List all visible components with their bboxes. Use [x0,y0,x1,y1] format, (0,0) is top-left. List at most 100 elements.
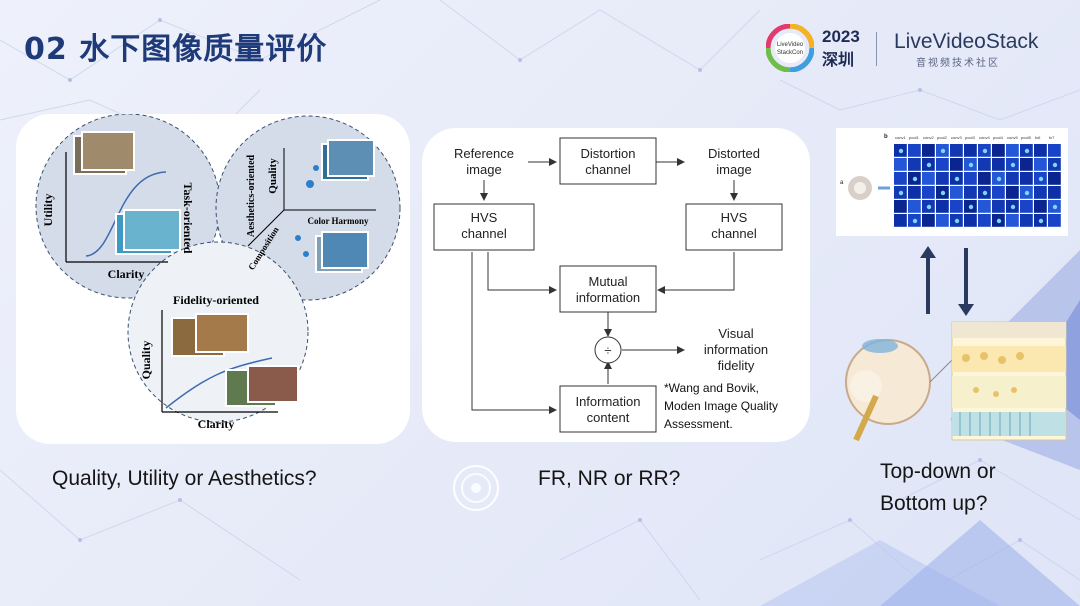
grid-col-label: conv2 [923,135,934,140]
grid-cell-activation [898,190,904,196]
grid-cell-activation [1052,204,1058,210]
hvs-channel-left-box [433,203,535,251]
grid-cell [1048,172,1061,185]
grid-cell [1034,186,1047,199]
eye-retina-illustration [845,321,1067,442]
distorted-label-1: Distorted [708,146,760,161]
grid-col-label: pool2 [937,135,948,140]
grid-cell [1034,158,1047,171]
grid-cell [1020,158,1033,171]
caption-fr-nr-rr: FR, NR or RR? [538,467,681,490]
grid-cell-activation [940,190,946,196]
vif-label-3: fidelity [718,358,755,373]
grid-cell-activation [954,218,960,224]
top-down-bottom-up-arrows [920,246,974,316]
grid-cell-activation [1010,204,1016,210]
information-content-box [559,385,657,433]
mutual-label-2: information [576,290,640,305]
grid-col-label: fc6 [1035,135,1041,140]
citation-line-3: Assessment. [664,417,733,431]
grid-cell [978,172,991,185]
grid-cell-activation [954,176,960,182]
grid-cell [1006,172,1019,185]
grid-cell-activation [940,148,946,154]
grid-cell [1006,186,1019,199]
reference-label-1: Reference [454,146,514,161]
grid-col-label: conv3 [951,135,962,140]
grid-cell [950,186,963,199]
grid-col-label: pool4 [993,135,1004,140]
brand-subtitle: 音视频技术社区 [916,58,1000,69]
grid-cell [1020,214,1033,227]
grid-cell [1020,200,1033,213]
clarity-label-bottom: Clarity [198,417,235,431]
info-content-label-2: content [587,410,630,425]
citation-line-1: *Wang and Bovik, [664,381,759,395]
caption-top-down-line-1: Top-down or [880,460,996,483]
grid-cell [908,158,921,171]
grid-cell [950,144,963,157]
divide-node [594,336,622,364]
conference-city: 深圳 [822,52,855,69]
grid-cell-activation [926,204,932,210]
task-image-4 [123,209,181,251]
caption-top-down: Top-down or Bottom up? [880,456,996,520]
grid-cell-activation [982,190,988,196]
grid-cell [936,172,949,185]
grid-col-label: conv4 [979,135,990,140]
hvs-channel-right-box [685,203,783,251]
grid-cell-activation [968,204,974,210]
grid-col-label: fc7 [1049,135,1055,140]
info-content-label-1: Information [575,394,640,409]
grid-cell [1006,214,1019,227]
grid-cell-activation [1038,218,1044,224]
task-image-2 [81,131,135,171]
grid-cell [894,158,907,171]
caption-top-down-line-2: Bottom up? [880,492,988,515]
grid-cell [978,200,991,213]
quality-label-bottom: Quality [139,341,153,380]
brand-logo-area: LiveVideo StackCon 2023 深圳 LiveVideoStac… [766,22,1056,74]
grid-col-label: conv1 [895,135,906,140]
distortion-label-1: Distortion [581,146,636,161]
grid-cell [1020,172,1033,185]
svg-text:StackCon: StackCon [777,50,803,56]
grid-cell [978,214,991,227]
logo-divider [876,32,877,66]
fidelity-oriented-label: Fidelity-oriented [173,293,259,307]
grid-cell [1034,200,1047,213]
fidelity-image-4 [247,365,299,403]
grid-cell-activation [926,162,932,168]
grid-cell [992,186,1005,199]
grid-cell [964,186,977,199]
mutual-information-box [559,265,657,313]
down-arrow-icon [958,304,974,316]
grid-cell-activation [996,176,1002,182]
fidelity-image-2 [195,313,249,353]
distortion-label-2: channel [585,162,631,177]
mutual-label-1: Mutual [588,274,627,289]
grid-cell [950,158,963,171]
aesthetics-oriented-label: Aesthetics-oriented [246,154,257,237]
grid-cell [992,144,1005,157]
optic-nerve [853,394,879,442]
clarity-label-top: Clarity [108,267,145,281]
grid-col-label: conv5 [1007,135,1018,140]
distortion-channel-box [559,137,657,185]
grid-cell [1048,214,1061,227]
color-harmony-label: Color Harmony [307,216,369,226]
grid-cell-activation [1038,176,1044,182]
grid-cell-activation [996,218,1002,224]
task-oriented-label: Task-oriented [181,183,195,254]
vif-label-1: Visual [718,326,753,341]
grid-cell [922,214,935,227]
grid-cell [894,172,907,185]
grid-cell-activation [1024,148,1030,154]
grid-cell [908,186,921,199]
grid-col-label: pool5 [1021,135,1032,140]
hvs-left-label-1: HVS [471,210,498,225]
grid-cell-activation [1052,162,1058,168]
venn-diagram: Utility Clarity Task-oriented Quality Ae… [35,114,401,431]
slide-title: 02 水下图像质量评价 [24,32,328,67]
